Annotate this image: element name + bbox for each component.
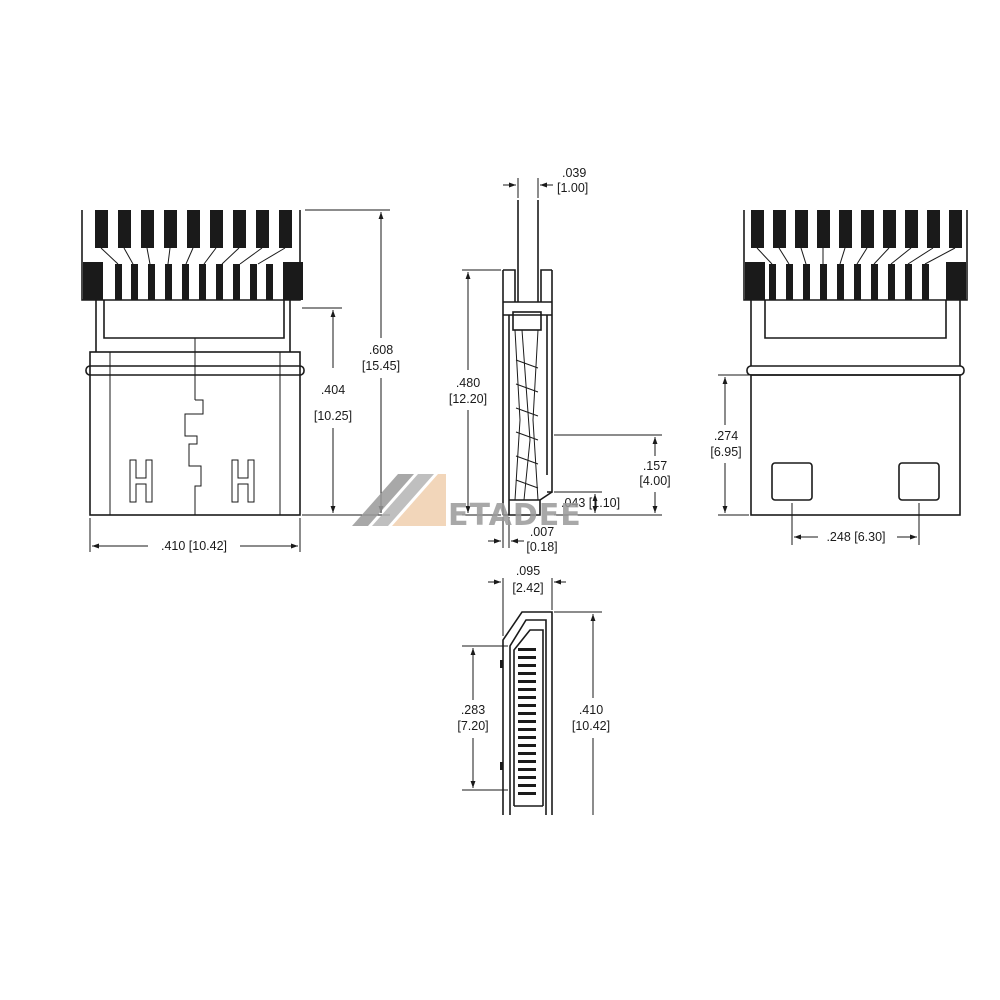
- front-height-dim-in: .404: [321, 383, 345, 397]
- side-gap-dim-mm: [0.18]: [526, 540, 557, 554]
- back-pitch-dim: .248 [6.30]: [826, 530, 885, 544]
- side-step-dim-in: .157: [643, 459, 667, 473]
- front-top-pads: [95, 210, 292, 248]
- back-bottom-pins: [769, 264, 929, 300]
- back-height-dim-mm: [6.95]: [710, 445, 741, 459]
- side-lip-dim: .043 [1.10]: [561, 496, 620, 510]
- side-pin-dim-in: .039: [562, 166, 586, 180]
- end-inner-dim-mm: [7.20]: [457, 719, 488, 733]
- watermark-logo: ETADEE: [352, 474, 582, 533]
- front-view: [81, 209, 390, 552]
- end-outer-dim-mm: [10.42]: [572, 719, 610, 733]
- side-step-dim-mm: [4.00]: [639, 474, 670, 488]
- side-pin-dim-mm: [1.00]: [557, 181, 588, 195]
- front-width-dim: .410 [10.42]: [161, 539, 227, 553]
- front-overall-dim-mm: [15.45]: [362, 359, 400, 373]
- end-contacts: [518, 648, 536, 795]
- side-height-dim-mm: [12.20]: [449, 392, 487, 406]
- front-overall-dim-in: .608: [369, 343, 393, 357]
- end-view: [462, 578, 602, 815]
- end-outer-dim-in: .410: [579, 703, 603, 717]
- end-depth-dim-mm: [2.42]: [512, 581, 543, 595]
- watermark-text: ETADEE: [448, 498, 582, 533]
- side-view: [462, 178, 662, 548]
- side-height-dim-in: .480: [456, 376, 480, 390]
- back-top-pads: [751, 210, 962, 248]
- end-inner-dim-in: .283: [461, 703, 485, 717]
- front-height-dim-mm: [10.25]: [314, 409, 352, 423]
- front-bottom-pins: [115, 264, 273, 300]
- back-height-dim-in: .274: [714, 429, 738, 443]
- end-depth-dim-in: .095: [516, 564, 540, 578]
- back-view: [718, 210, 968, 545]
- side-gap-dim-in: .007: [530, 525, 554, 539]
